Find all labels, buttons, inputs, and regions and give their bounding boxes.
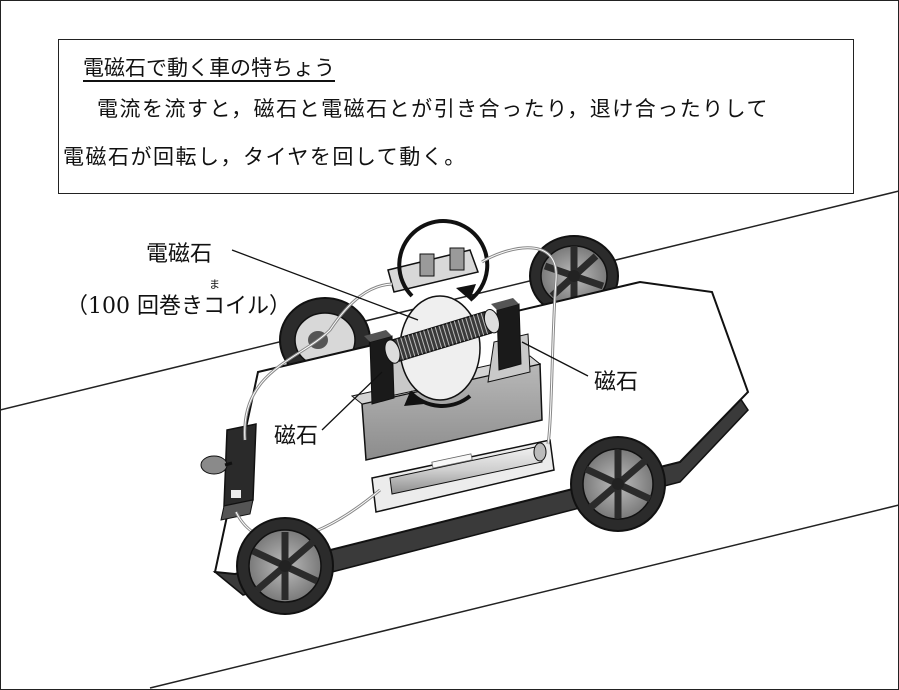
magnet-right-shape [491,298,522,371]
label-magnet-left: 磁石 [274,424,319,449]
road-line-lower [149,504,899,689]
switch [200,423,257,521]
wheel-front-left [236,517,334,615]
wheel-front-right [570,436,666,532]
label-ruby-maki: ま [209,278,220,291]
leader-magnet-right [521,341,589,377]
box-text-line-1: 電流を流すと，磁石と電磁石とが引き合ったり，退け合ったりして [97,97,770,121]
leader-electromagnet [231,249,419,321]
label-magnet-right: 磁石 [594,370,639,395]
label-coil: （100 回巻きコイル） [66,294,291,319]
electromagnet-coil [384,309,500,364]
leader-magnet-left [321,371,383,431]
box-text-line-2: 電磁石が回転し，タイヤを回して動く。 [63,145,467,169]
battery-holder [371,439,555,513]
rotation-arrow [397,219,490,302]
feature-description-box: 電磁石で動く車の特ちょう 電流を流すと，磁石と電磁石とが引き合ったり，退け合った… [58,39,854,194]
label-electromagnet: 電磁石 [146,242,213,267]
box-title: 電磁石で動く車の特ちょう [83,56,335,80]
